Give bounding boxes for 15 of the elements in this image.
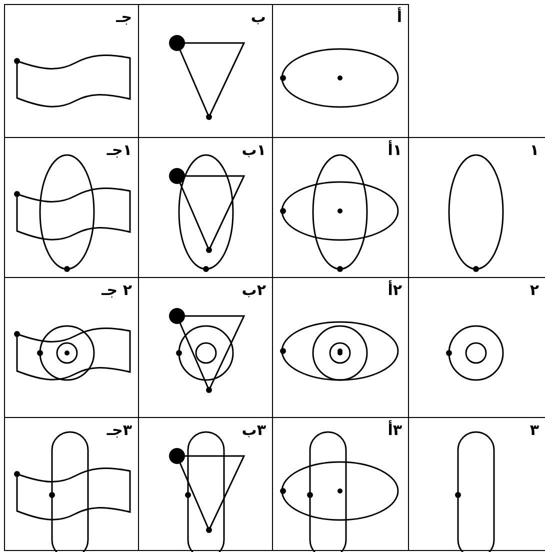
cell-label: ٣جـ (106, 422, 132, 438)
cell-label: ١أ (388, 142, 402, 158)
cell-label: ب (250, 9, 266, 26)
cell-label: ٢ب (242, 282, 266, 298)
cell-label: ١ب (242, 142, 266, 158)
cell-label: جـ (116, 9, 132, 26)
cell-label: ٣ (530, 422, 539, 438)
cell-label: ١جـ (106, 142, 132, 158)
cell-label: ١ (530, 142, 539, 158)
cell-label: ٢أ (388, 282, 402, 298)
cell-label: ٣أ (388, 422, 402, 438)
cell-label: ٢ (530, 282, 539, 298)
cell-label: ٢ جـ (102, 282, 132, 298)
cell-label: ٣ب (242, 422, 266, 438)
cell-label: أ (396, 9, 402, 26)
